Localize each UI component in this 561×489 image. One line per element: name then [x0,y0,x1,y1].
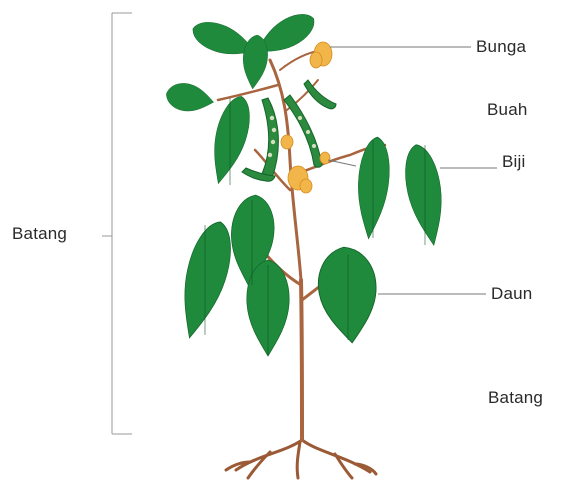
batang-bracket [102,13,132,434]
label-biji: Biji [502,152,525,172]
label-bunga: Bunga [476,37,526,57]
label-batang-left: Batang [12,224,67,244]
roots [226,440,376,478]
label-batang-right: Batang [488,388,543,408]
label-daun: Daun [491,284,532,304]
label-buah: Buah [487,100,528,120]
